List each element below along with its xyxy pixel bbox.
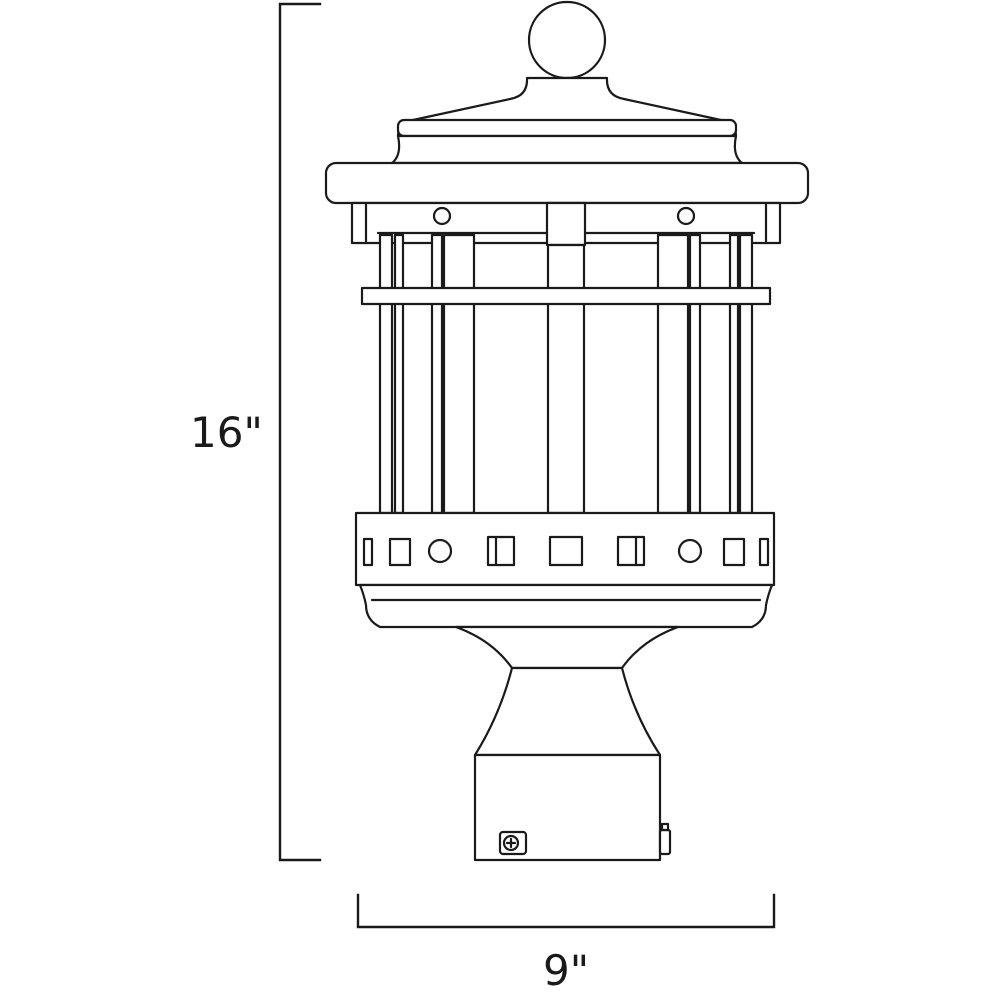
- height-dimension-bracket: [278, 2, 322, 862]
- width-dimension-label: 9": [543, 946, 589, 995]
- band-rivet-left: [427, 538, 453, 564]
- band-rivet-right: [677, 538, 703, 564]
- upper-rivet-right: [676, 206, 696, 226]
- set-screw-front: [498, 830, 528, 856]
- cage-bars: [378, 233, 754, 515]
- roof-rim: [324, 161, 810, 205]
- width-dimension-bracket: [356, 893, 776, 929]
- decorative-band: [354, 511, 776, 587]
- finial-ball: [527, 0, 607, 80]
- base-molding: [358, 583, 774, 629]
- set-screw-side: [658, 822, 672, 856]
- flared-neck: [454, 625, 680, 670]
- height-dimension-label: 16": [190, 408, 263, 457]
- band-cutout-squares: [362, 535, 770, 567]
- roof-cap: [390, 76, 744, 165]
- middle-rail: [360, 286, 772, 306]
- upper-frame-band: [350, 201, 782, 247]
- upper-rivet-left: [432, 206, 452, 226]
